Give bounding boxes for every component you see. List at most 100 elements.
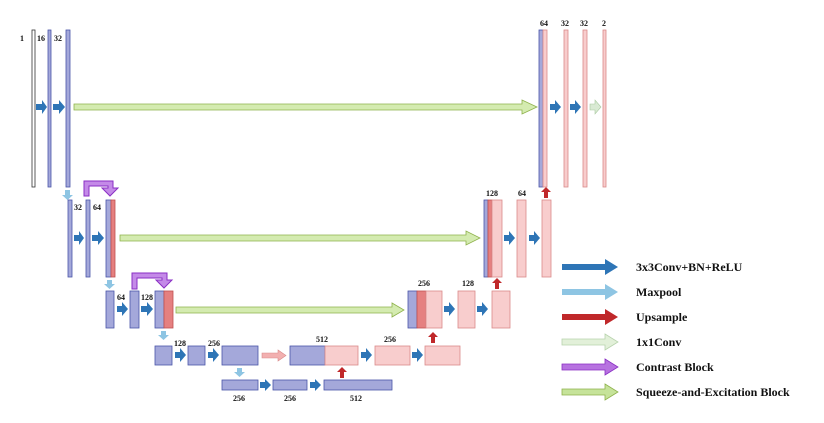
- enc3-label-1: 64: [117, 293, 125, 302]
- dec2-label-1: 128: [486, 189, 498, 198]
- conv-arrow: [477, 302, 488, 316]
- se-skip-arrow-3: [175, 302, 405, 318]
- conv-arrow: [550, 100, 561, 114]
- conv-arrow: [529, 231, 540, 245]
- mid-block-1: [289, 345, 326, 366]
- conv-arrow: [361, 348, 372, 362]
- dec1-label-4: 2: [602, 19, 606, 28]
- maxpool-arrow: [62, 190, 73, 200]
- dec3-block-2: [416, 290, 427, 329]
- dec2-block-3: [491, 199, 503, 278]
- enc4-label-1: 128: [174, 339, 186, 348]
- dec1-label-2: 32: [561, 19, 569, 28]
- dec3-label-2: 128: [462, 279, 474, 288]
- se-skip-arrow-1: [73, 99, 538, 115]
- upsample-arrow: [337, 367, 347, 378]
- dec1-label-3: 32: [580, 19, 588, 28]
- bottom-label-2: 256: [284, 394, 296, 403]
- conv-arrow: [208, 348, 219, 362]
- mid-label-1: 512: [316, 335, 328, 344]
- enc3-block-4: [163, 290, 174, 329]
- enc1-block-1: [31, 29, 36, 188]
- conv-arrow: [53, 100, 65, 114]
- conv-arrow: [92, 231, 104, 245]
- legend-label-contrast: Contrast Block: [636, 360, 714, 374]
- enc2-block-1: [67, 199, 73, 278]
- dec1-block-4: [582, 29, 588, 188]
- dec1-block-2: [542, 29, 548, 188]
- conv-arrow: [504, 231, 515, 245]
- dec1-block-1: [538, 29, 544, 188]
- enc2-label-1: 32: [74, 203, 82, 212]
- conv-arrow: [117, 302, 128, 316]
- contrast-block-arrow-1: [83, 180, 120, 197]
- enc1-block-2: [47, 29, 52, 188]
- upsample-arrow: [428, 332, 438, 343]
- bottom-block-2: [272, 379, 308, 391]
- legend-contrast-arrow: [561, 358, 619, 376]
- enc1-label-2: 16: [37, 34, 45, 43]
- bottom-block-3: [323, 379, 393, 391]
- conv-arrow: [412, 348, 423, 362]
- enc3-block-2: [129, 290, 140, 329]
- enc2-label-2: 64: [93, 203, 101, 212]
- conv1x1-arrow: [589, 99, 602, 115]
- enc2-block-4: [110, 199, 116, 278]
- legend-label-se: Squeeze-and-Excitation Block: [636, 385, 790, 399]
- legend-label-maxpool: Maxpool: [636, 285, 682, 299]
- legend-upsample-arrow: [562, 309, 618, 325]
- contrast-block-arrow-2: [131, 272, 174, 290]
- mid-label-2: 256: [384, 335, 396, 344]
- legend-label-conv: 3x3Conv+BN+ReLU: [636, 260, 743, 274]
- legend-label-conv1x1: 1x1Conv: [636, 335, 681, 349]
- dec2-label-2: 64: [518, 189, 526, 198]
- mid-block-4: [424, 345, 461, 366]
- maxpool-arrow: [234, 368, 245, 377]
- bottom-label-3: 512: [350, 394, 362, 403]
- enc2-block-3: [105, 199, 112, 278]
- dec3-block-1: [407, 290, 418, 329]
- se-skip-arrow-2: [119, 230, 481, 246]
- dec2-block-1: [483, 199, 489, 278]
- mid-block-3: [374, 345, 411, 366]
- enc4-block-1: [154, 345, 173, 366]
- enc4-block-2: [187, 345, 206, 366]
- dec1-block-5: [602, 29, 607, 188]
- conv-arrow: [36, 100, 47, 114]
- dec2-block-5: [541, 199, 552, 278]
- conv-arrow: [444, 302, 455, 316]
- maxpool-arrow: [158, 331, 169, 340]
- legend-se-arrow: [561, 383, 619, 401]
- dec3-label-1: 256: [418, 279, 430, 288]
- enc3-block-3: [154, 290, 165, 329]
- enc1-label-1: 1: [20, 34, 24, 43]
- legend-maxpool-arrow: [562, 284, 618, 300]
- bottom-block-1: [221, 379, 259, 391]
- maxpool-arrow: [104, 280, 115, 289]
- enc2-block-2: [85, 199, 91, 278]
- conv-arrow: [141, 302, 153, 316]
- mid-block-2: [324, 345, 359, 366]
- legend: 3x3Conv+BN+ReLU Maxpool Upsample 1x1Conv…: [561, 259, 790, 401]
- enc1-label-3: 32: [54, 34, 62, 43]
- legend-conv-arrow: [562, 259, 618, 275]
- dec3-block-5: [491, 290, 511, 329]
- legend-label-upsample: Upsample: [636, 310, 688, 324]
- enc4-block-3: [221, 345, 259, 366]
- upsample-arrow: [541, 187, 551, 198]
- dec1-label-1: 64: [540, 19, 548, 28]
- upsample-arrow: [492, 278, 502, 289]
- enc3-block-1: [105, 290, 115, 329]
- conv-arrow: [260, 379, 271, 391]
- dec2-block-2: [487, 199, 493, 278]
- enc1-block-3: [65, 29, 71, 188]
- enc3-label-2: 128: [141, 293, 153, 302]
- dec3-block-3: [425, 290, 443, 329]
- conv-arrow: [570, 100, 581, 114]
- enc4-label-2: 256: [208, 339, 220, 348]
- dec1-block-3: [563, 29, 569, 188]
- conv-arrow: [310, 379, 321, 391]
- bottom-label-1: 256: [233, 394, 245, 403]
- conv-arrow: [175, 348, 186, 362]
